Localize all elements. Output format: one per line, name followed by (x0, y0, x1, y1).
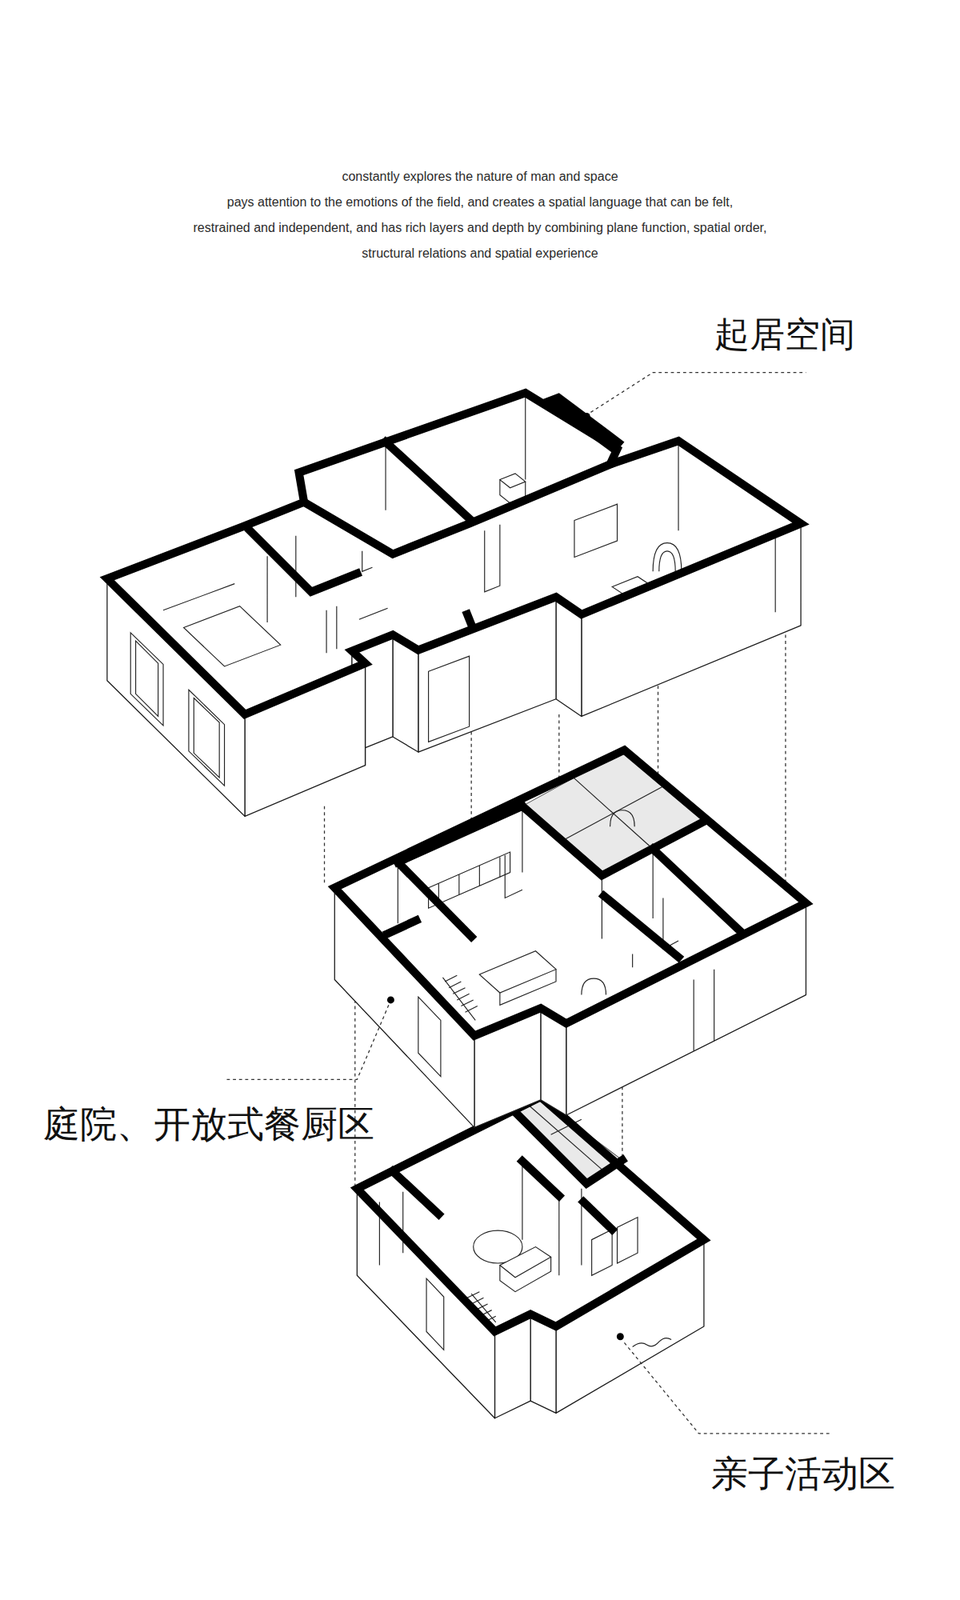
wall-cut (356, 1096, 704, 1332)
projection-line (354, 981, 356, 1186)
leader-dot (583, 412, 591, 420)
door (426, 1278, 444, 1350)
leader-lines (226, 372, 832, 1434)
bunk-bed (592, 1217, 638, 1276)
wall-cut (397, 806, 523, 863)
wall-cut (604, 896, 679, 958)
skylight (522, 750, 704, 876)
kitchen-island (500, 969, 556, 1006)
door (428, 656, 470, 742)
zone-label: 庭院、开放式餐厨区 (43, 1102, 375, 1147)
wall-cut (652, 848, 740, 931)
projection-line (784, 634, 786, 884)
wall-face (356, 1188, 495, 1419)
wall-detail (632, 1338, 672, 1348)
wall-cut (249, 530, 357, 592)
middle-floor (334, 750, 806, 1128)
interior-edge (385, 392, 776, 612)
zone-label: 亲子活动区 (711, 1452, 896, 1496)
caption-line: pays attention to the emotions of the fi… (227, 194, 733, 210)
bottom-floor (356, 1096, 704, 1419)
wall-cut (107, 392, 801, 715)
caption-line: structural relations and spatial experie… (361, 245, 598, 261)
window (130, 632, 164, 726)
sofa (500, 1256, 552, 1292)
door-frame (632, 897, 679, 968)
door (418, 996, 441, 1076)
projection-line (621, 1086, 623, 1160)
wall-cut (583, 1201, 612, 1229)
window (136, 640, 159, 716)
projection-line (657, 680, 659, 778)
window (188, 689, 225, 786)
caption-line: restrained and independent, and has rich… (193, 220, 768, 236)
projection-line (558, 714, 560, 781)
window (574, 504, 618, 557)
wall-cut (334, 750, 806, 1036)
kitchen-cabinet (428, 852, 511, 908)
wall-cut (522, 806, 704, 876)
leader-dot (387, 996, 395, 1004)
wall-cut (522, 1160, 560, 1196)
top-floor (107, 392, 801, 816)
zone-label: 起居空间 (714, 313, 856, 356)
projection-line (324, 806, 325, 884)
wall-detail (693, 969, 715, 1052)
roof-block (540, 392, 625, 455)
bathtub (652, 543, 682, 572)
wall-cut (392, 1171, 439, 1215)
fridge (504, 855, 523, 899)
wall-face (556, 1240, 704, 1414)
leader-line (226, 1004, 389, 1080)
wall-face (581, 523, 801, 716)
wall-cut (388, 920, 417, 934)
leader-line (590, 372, 806, 413)
wall-cut (385, 441, 472, 520)
leader-dot (616, 1332, 624, 1340)
skylight-grid (562, 777, 665, 849)
sofa (500, 1247, 552, 1278)
window (193, 697, 220, 777)
leader-line (624, 1342, 832, 1433)
wall-cut (467, 614, 472, 625)
caption-line: constantly explores the nature of man an… (341, 168, 618, 184)
bed (184, 606, 281, 667)
